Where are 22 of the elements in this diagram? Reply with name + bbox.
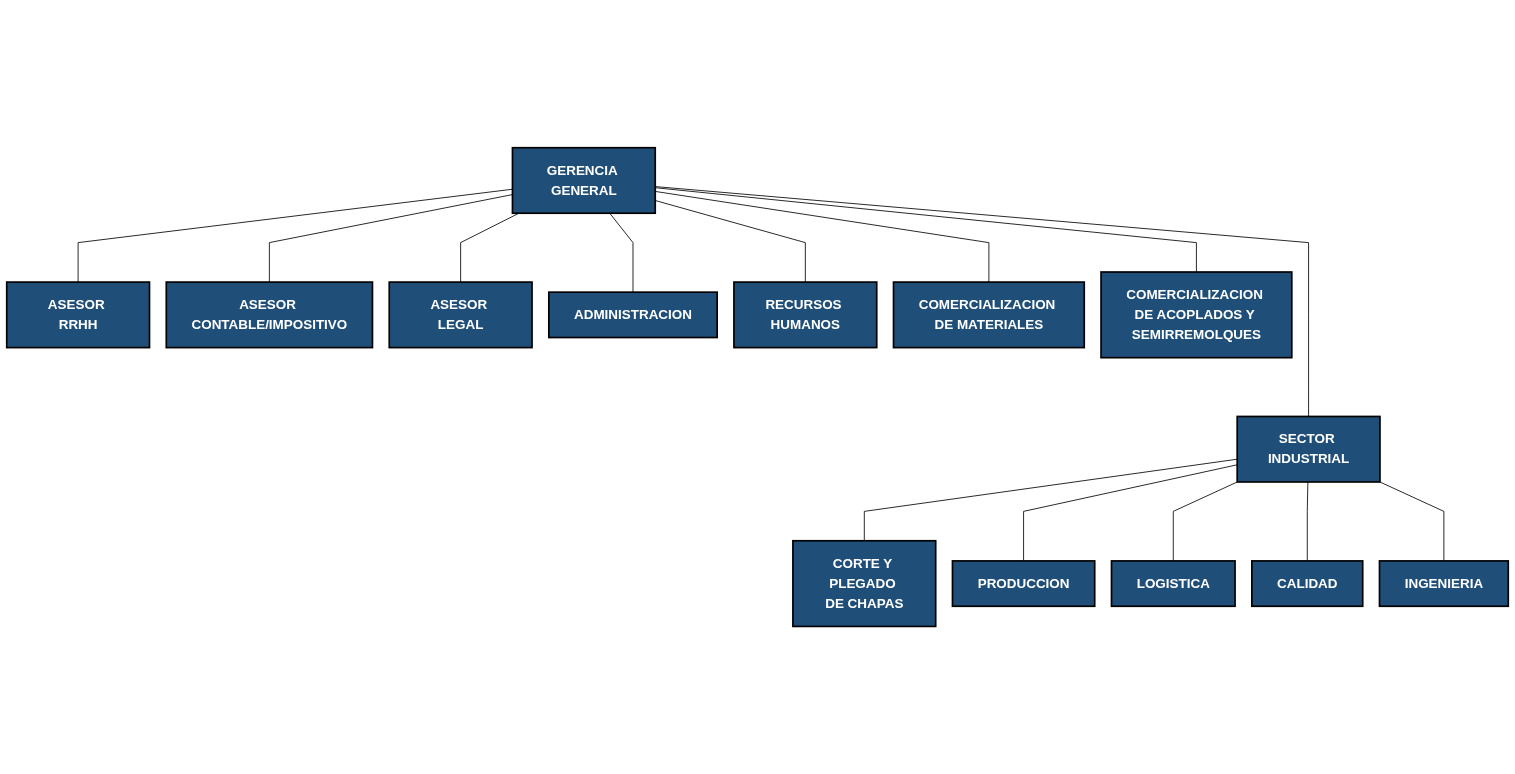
node-box: PRODUCCION <box>951 560 1096 608</box>
connector <box>1306 481 1309 562</box>
connector <box>1172 481 1238 562</box>
connector <box>1379 481 1445 562</box>
node-box: GERENCIA GENERAL <box>511 146 657 214</box>
connector <box>1023 464 1238 562</box>
node-box: LOGISTICA <box>1110 560 1236 608</box>
node-box: ASESOR LEGAL <box>388 281 533 349</box>
connector <box>77 188 513 283</box>
node-box: RECURSOS HUMANOS <box>733 281 878 349</box>
node-box: ADMINISTRACION <box>548 291 718 339</box>
node-box: CORTE Y PLEGADO DE CHAPAS <box>792 539 937 628</box>
node-box: COMERCIALIZACION DE MATERIALES <box>892 281 1086 349</box>
node-box: ASESOR CONTABLE/IMPOSITIVO <box>165 281 374 349</box>
connector <box>268 194 513 283</box>
node-box: ASESOR RRHH <box>5 281 151 349</box>
node-box: CALIDAD <box>1251 560 1364 608</box>
connector <box>609 212 634 293</box>
node-box: SECTOR INDUSTRIAL <box>1236 415 1381 483</box>
connector <box>863 458 1238 542</box>
node-box: COMERCIALIZACION DE ACOPLADOS Y SEMIRREMOLQUES <box>1100 271 1293 359</box>
node-box: INGENIERIA <box>1378 560 1510 608</box>
